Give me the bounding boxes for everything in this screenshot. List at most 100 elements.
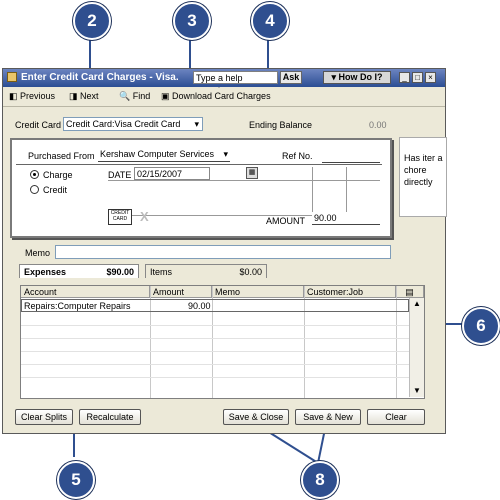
previous-button[interactable]: ◧ Previous — [9, 91, 55, 102]
dropdown-arrow-icon: ▾ — [331, 72, 339, 82]
credit-card-value: Credit Card:Visa Credit Card — [66, 119, 181, 129]
tab-items[interactable]: Items $0.00 — [145, 264, 267, 278]
column-header-amount[interactable]: Amount — [150, 286, 212, 298]
next-button[interactable]: ◨ Next — [69, 91, 99, 102]
chevron-down-icon: ▾ — [194, 119, 199, 129]
toolbar: ◧ Previous ◨ Next 🔍 Find ▣ Download Card… — [3, 88, 445, 107]
grid-row-line — [21, 377, 409, 378]
form-divider — [16, 164, 382, 165]
ask-button[interactable]: Ask — [280, 71, 302, 84]
callout-3: 3 — [173, 2, 211, 40]
callout-4: 4 — [251, 2, 289, 40]
date-label: DATE — [108, 170, 132, 180]
grid-col-divider — [304, 286, 305, 398]
grid-row-line — [21, 338, 409, 339]
download-label: Download Card Charges — [172, 91, 271, 101]
column-settings-icon[interactable]: ▤ — [396, 286, 424, 298]
close-icon[interactable]: × — [425, 72, 436, 83]
ref-no-label: Ref No. — [282, 151, 313, 161]
callout-8: 8 — [301, 461, 339, 499]
credit-card-window: Enter Credit Card Charges - Visa. Type a… — [2, 68, 447, 434]
tab-expenses-amount: $90.00 — [106, 267, 134, 277]
credit-radio[interactable] — [30, 185, 39, 194]
previous-icon: ◧ — [9, 91, 21, 101]
leader-line-2 — [89, 32, 91, 90]
callout-5: 5 — [57, 461, 95, 499]
grid-row-line — [21, 325, 409, 326]
how-do-i-label: How Do I? — [338, 72, 383, 82]
credit-card-select[interactable]: Credit Card:Visa Credit Card ▾ — [63, 117, 203, 131]
charge-label: Charge — [43, 170, 73, 180]
date-value: 02/15/2007 — [137, 169, 183, 179]
amount-input[interactable]: 90.00 — [312, 212, 380, 225]
download-button[interactable]: ▣ Download Card Charges — [161, 91, 271, 102]
check-vline-2 — [346, 167, 347, 225]
app-icon — [7, 72, 17, 82]
window-title: Enter Credit Card Charges - Visa. — [21, 72, 179, 83]
column-header-account[interactable]: Account — [21, 286, 150, 298]
clear-button[interactable]: Clear — [367, 409, 425, 425]
callout-2: 2 — [73, 2, 111, 40]
grid-row-line — [21, 364, 409, 365]
radio-selected-dot — [33, 173, 36, 176]
purchased-from-select[interactable]: Kershaw Computer Services ▾ — [98, 148, 230, 162]
scroll-up-icon[interactable]: ▲ — [413, 299, 421, 308]
tab-expenses-label: Expenses — [24, 267, 67, 277]
row-amount: 90.00 — [188, 301, 211, 311]
download-icon: ▣ — [161, 91, 173, 101]
charge-form: Purchased From Kershaw Computer Services… — [10, 138, 392, 238]
check-lines — [108, 180, 380, 216]
grid-col-divider — [212, 286, 213, 398]
recalculate-button[interactable]: Recalculate — [79, 409, 141, 425]
maximize-icon[interactable]: □ — [412, 72, 423, 83]
table-row[interactable]: Repairs:Computer Repairs 90.00 — [21, 299, 409, 312]
side-note-panel: Has iter a chore directly — [399, 137, 447, 217]
ref-no-input[interactable] — [322, 150, 380, 163]
expenses-grid: Account Amount Memo Customer:Job ▤ Repai… — [20, 285, 425, 399]
tab-items-amount: $0.00 — [239, 267, 262, 277]
tab-expenses[interactable]: Expenses $90.00 — [19, 264, 139, 278]
purchased-from-value: Kershaw Computer Services — [100, 149, 215, 159]
find-icon: 🔍 — [119, 91, 133, 101]
credit-card-badge-text: CREDIT CARD — [110, 210, 130, 222]
side-note-text: Has iter a chore directly — [404, 153, 443, 187]
ending-balance-label: Ending Balance — [249, 120, 313, 130]
tab-items-label: Items — [150, 267, 173, 277]
next-label: Next — [80, 91, 99, 101]
memo-label: Memo — [25, 248, 51, 258]
column-header-memo[interactable]: Memo — [212, 286, 304, 298]
charge-radio[interactable] — [30, 170, 39, 179]
check-vline-1 — [312, 167, 313, 225]
find-label: Find — [132, 91, 151, 101]
memo-input[interactable] — [55, 245, 391, 259]
callout-6: 6 — [462, 307, 500, 345]
save-new-button[interactable]: Save & New — [295, 409, 361, 425]
credit-card-label: Credit Card — [15, 120, 62, 130]
date-input[interactable]: 02/15/2007 — [134, 167, 210, 180]
credit-card-badge: CREDIT CARD — [108, 209, 132, 225]
scroll-down-icon[interactable]: ▼ — [413, 386, 421, 395]
ending-balance-value: 0.00 — [369, 120, 387, 130]
purchased-from-label: Purchased From — [28, 151, 95, 161]
row-account: Repairs:Computer Repairs — [24, 301, 131, 311]
minimize-icon[interactable]: _ — [399, 72, 410, 83]
grid-row-line — [21, 351, 409, 352]
calendar-icon[interactable]: ▦ — [246, 167, 258, 179]
amount-value: 90.00 — [314, 213, 337, 223]
clear-splits-button[interactable]: Clear Splits — [15, 409, 73, 425]
grid-scrollbar[interactable]: ▲ ▼ — [409, 298, 424, 397]
find-button[interactable]: 🔍 Find — [119, 91, 150, 102]
grid-col-divider — [150, 286, 151, 398]
title-bar: Enter Credit Card Charges - Visa. Type a… — [3, 69, 445, 96]
previous-label: Previous — [20, 91, 56, 101]
how-do-i-button[interactable]: ▾ How Do I? — [323, 71, 391, 84]
help-search-input[interactable]: Type a help question — [193, 71, 278, 96]
credit-label: Credit — [43, 185, 68, 195]
chevron-down-icon: ▾ — [223, 149, 228, 159]
next-icon: ◨ — [69, 91, 81, 101]
grid-col-divider — [396, 286, 397, 398]
void-x-icon: X — [140, 209, 149, 224]
amount-label: AMOUNT — [266, 216, 305, 226]
column-header-customer-job[interactable]: Customer:Job — [304, 286, 396, 298]
save-close-button[interactable]: Save & Close — [223, 409, 289, 425]
